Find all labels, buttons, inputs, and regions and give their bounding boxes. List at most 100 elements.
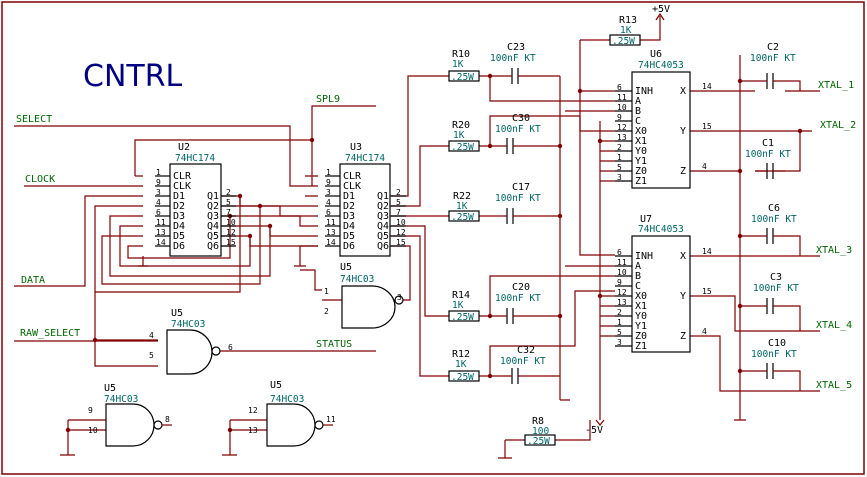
pin-number: 6 bbox=[617, 83, 622, 92]
ic-u6-part: 74HC4053 bbox=[638, 60, 684, 71]
svg-text:13: 13 bbox=[248, 426, 258, 435]
pin-name: X bbox=[680, 251, 686, 262]
pin-name: D5 bbox=[343, 231, 355, 242]
gate-u5c-ref: U5 bbox=[104, 383, 116, 394]
cap-value: 100nF KT bbox=[490, 53, 536, 64]
pin-number: 12 bbox=[617, 123, 627, 132]
pin-number: 13 bbox=[156, 228, 166, 237]
pin-number: 14 bbox=[702, 82, 712, 91]
gate-u5b-part: 74HC03 bbox=[171, 319, 205, 330]
svg-text:.25W: .25W bbox=[451, 372, 474, 383]
pin-number: 13 bbox=[617, 133, 627, 142]
pin-name: Y0 bbox=[635, 311, 647, 322]
cap-ref: C1 bbox=[762, 138, 774, 149]
pin-name: X1 bbox=[635, 301, 647, 312]
pin-name: CLR bbox=[173, 171, 192, 182]
pin-name: Y1 bbox=[635, 321, 647, 332]
net-label-raw-select: RAW_SELECT bbox=[20, 328, 80, 339]
pin-name: CLK bbox=[173, 181, 191, 192]
pin-number: 14 bbox=[326, 238, 336, 247]
cap-ref: C20 bbox=[512, 282, 530, 293]
resistor-r12: R12 1K .25W bbox=[448, 349, 480, 383]
pin-name: Y0 bbox=[635, 146, 647, 157]
svg-text:1K: 1K bbox=[453, 130, 465, 141]
svg-text:4: 4 bbox=[149, 331, 154, 340]
pin-number: 1 bbox=[617, 318, 622, 327]
pin-number: 1 bbox=[156, 168, 161, 177]
pin-number: 1 bbox=[326, 168, 331, 177]
svg-text:.25W: .25W bbox=[527, 436, 550, 447]
pin-name: A bbox=[635, 96, 641, 107]
pin-name: X0 bbox=[635, 291, 647, 302]
svg-text:1K: 1K bbox=[455, 359, 467, 370]
pin-name: INH bbox=[635, 86, 653, 97]
vee-label: -5V bbox=[585, 425, 603, 436]
pin-number: 15 bbox=[702, 122, 712, 131]
net-label-clock: CLOCK bbox=[25, 174, 55, 185]
gate-u5a-part: 74HC03 bbox=[340, 274, 374, 285]
pin-number: 11 bbox=[617, 258, 627, 267]
gate-u5d-ref: U5 bbox=[270, 380, 282, 391]
pin-name: Q5 bbox=[207, 231, 219, 242]
pin-name: Q1 bbox=[207, 191, 219, 202]
svg-text:11: 11 bbox=[326, 415, 336, 424]
ic-u7: U7 74HC4053 INH6A11B10C9X012X113Y02Y11Z0… bbox=[615, 214, 712, 353]
cap-ref: C2 bbox=[767, 42, 779, 53]
pin-name: B bbox=[635, 271, 641, 282]
pin-number: 4 bbox=[156, 198, 161, 207]
pin-name: D1 bbox=[343, 191, 355, 202]
cap-ref: C6 bbox=[768, 203, 780, 214]
ic-u2-part: 74HC174 bbox=[175, 153, 215, 164]
svg-text:9: 9 bbox=[88, 406, 93, 415]
svg-text:2: 2 bbox=[324, 307, 329, 316]
pin-number: 4 bbox=[702, 327, 707, 336]
pin-name: D1 bbox=[173, 191, 185, 202]
resistor-r10: R10 1K .25W bbox=[448, 49, 480, 83]
pin-number: 9 bbox=[326, 178, 331, 187]
pin-number: 4 bbox=[702, 162, 707, 171]
pin-name: Q4 bbox=[377, 221, 389, 232]
gate-u5b: U5 74HC03 4 5 6 bbox=[149, 308, 233, 375]
cap-value: 100nF KT bbox=[495, 193, 541, 204]
pin-name: Z0 bbox=[635, 166, 647, 177]
pin-number: 10 bbox=[617, 268, 627, 277]
cap-value: 100nF KT bbox=[500, 356, 546, 367]
pin-number: 12 bbox=[617, 288, 627, 297]
pin-number: 1 bbox=[617, 153, 622, 162]
pin-name: Q2 bbox=[377, 201, 389, 212]
pin-number: 14 bbox=[156, 238, 166, 247]
pin-name: Q6 bbox=[377, 241, 389, 252]
pin-name: INH bbox=[635, 251, 653, 262]
pin-number: 6 bbox=[326, 208, 331, 217]
ic-u7-ref: U7 bbox=[640, 214, 652, 225]
cap-ref: C30 bbox=[512, 113, 530, 124]
gate-u5c: U5 74HC03 9 10 8 bbox=[88, 383, 172, 447]
pin-number: 10 bbox=[617, 103, 627, 112]
pin-number: 12 bbox=[226, 228, 236, 237]
pin-number: 9 bbox=[156, 178, 161, 187]
pin-name: Z0 bbox=[635, 331, 647, 342]
pin-name: Q6 bbox=[207, 241, 219, 252]
pin-number: 9 bbox=[617, 278, 622, 287]
cap-value: 100nF KT bbox=[745, 149, 791, 160]
pin-name: C bbox=[635, 116, 641, 127]
pin-name: Z1 bbox=[635, 341, 647, 352]
pin-number: 10 bbox=[396, 218, 406, 227]
sheet-title: CNTRL bbox=[83, 59, 183, 94]
pin-number: 2 bbox=[617, 308, 622, 317]
pin-name: CLK bbox=[343, 181, 361, 192]
pin-name: D4 bbox=[173, 221, 185, 232]
net-label-xtal1: XTAL_1 bbox=[818, 80, 854, 91]
gate-u5d: U5 74HC03 12 13 11 bbox=[248, 380, 336, 447]
pin-name: D2 bbox=[173, 201, 185, 212]
pin-name: Z bbox=[680, 331, 686, 342]
pin-name: D3 bbox=[343, 211, 355, 222]
net-label-data: DATA bbox=[21, 275, 45, 286]
ic-u6: U6 74HC4053 INH6A11B10C9X012X113Y02Y11Z0… bbox=[615, 49, 712, 189]
